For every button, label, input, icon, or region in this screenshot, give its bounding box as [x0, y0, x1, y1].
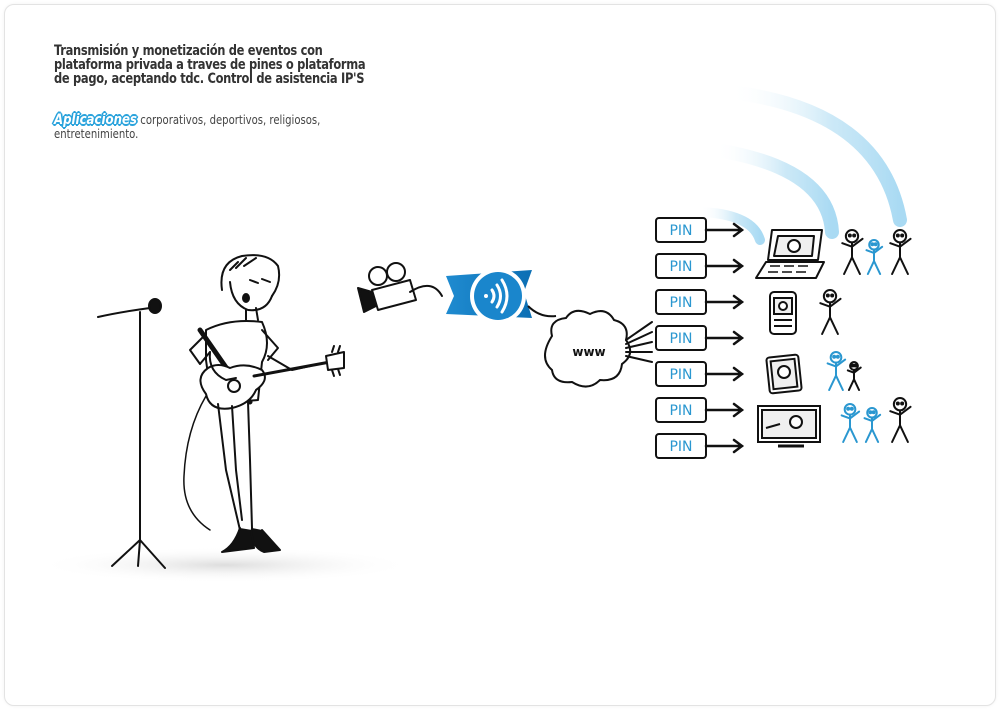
stick-figure-icon [826, 351, 847, 391]
stick-figure-icon [819, 289, 842, 335]
arrow-right-icon [704, 330, 745, 346]
pin-label: PIN [669, 331, 692, 347]
microphone-stand-icon [97, 298, 166, 569]
pin-entry: PIN [655, 361, 745, 387]
stick-figure-icon [840, 403, 861, 443]
broadcast-lines [625, 321, 653, 363]
pin-label: PIN [669, 367, 692, 383]
laptop-icon [755, 229, 825, 279]
tv-icon [757, 405, 821, 448]
pin-entry: PIN [655, 325, 745, 351]
internet-cloud-icon: www [544, 309, 632, 388]
stick-figure-icon [865, 239, 884, 275]
singer-guitarist-icon [183, 254, 345, 553]
pin-entry: PIN [655, 397, 745, 423]
arrow-right-icon [704, 258, 745, 274]
stick-figure-icon [846, 361, 862, 391]
cloud-label: www [572, 345, 605, 359]
wifi-signal-arc-icon [695, 85, 907, 245]
audience [819, 229, 912, 443]
pin-label: PIN [669, 439, 692, 455]
applications-highlight: Aplicaciones [54, 112, 137, 128]
arrow-right-icon [704, 222, 745, 238]
pin-label: PIN [669, 223, 692, 239]
smartphone-icon [769, 291, 797, 335]
pin-label: PIN [669, 259, 692, 275]
arrow-right-icon [704, 294, 745, 310]
pin-label: PIN [669, 295, 692, 311]
pin-entry: PIN [655, 289, 745, 315]
pin-label: PIN [669, 403, 692, 419]
arrow-right-icon [704, 366, 745, 382]
arrow-right-icon [704, 438, 745, 454]
applications-text: corporativos, deportivos, religiosos, en… [54, 113, 321, 141]
streaming-server-icon [446, 268, 532, 324]
stick-figure-icon [863, 407, 882, 443]
stick-figure-icon [889, 397, 912, 443]
pin-entry: PIN [655, 217, 745, 243]
stick-figure-icon [889, 229, 912, 275]
stick-figure-icon [841, 229, 864, 275]
pin-entry: PIN [655, 433, 745, 459]
video-camera-icon [357, 262, 443, 313]
tablet-icon [765, 353, 803, 395]
pin-list: PIN PIN PIN PIN PIN PIN PIN [655, 217, 745, 459]
pin-entry: PIN [655, 253, 745, 279]
arrow-right-icon [704, 402, 745, 418]
floor-shadow [35, 547, 415, 583]
page-title: Transmisión y monetización de eventos co… [54, 43, 366, 87]
